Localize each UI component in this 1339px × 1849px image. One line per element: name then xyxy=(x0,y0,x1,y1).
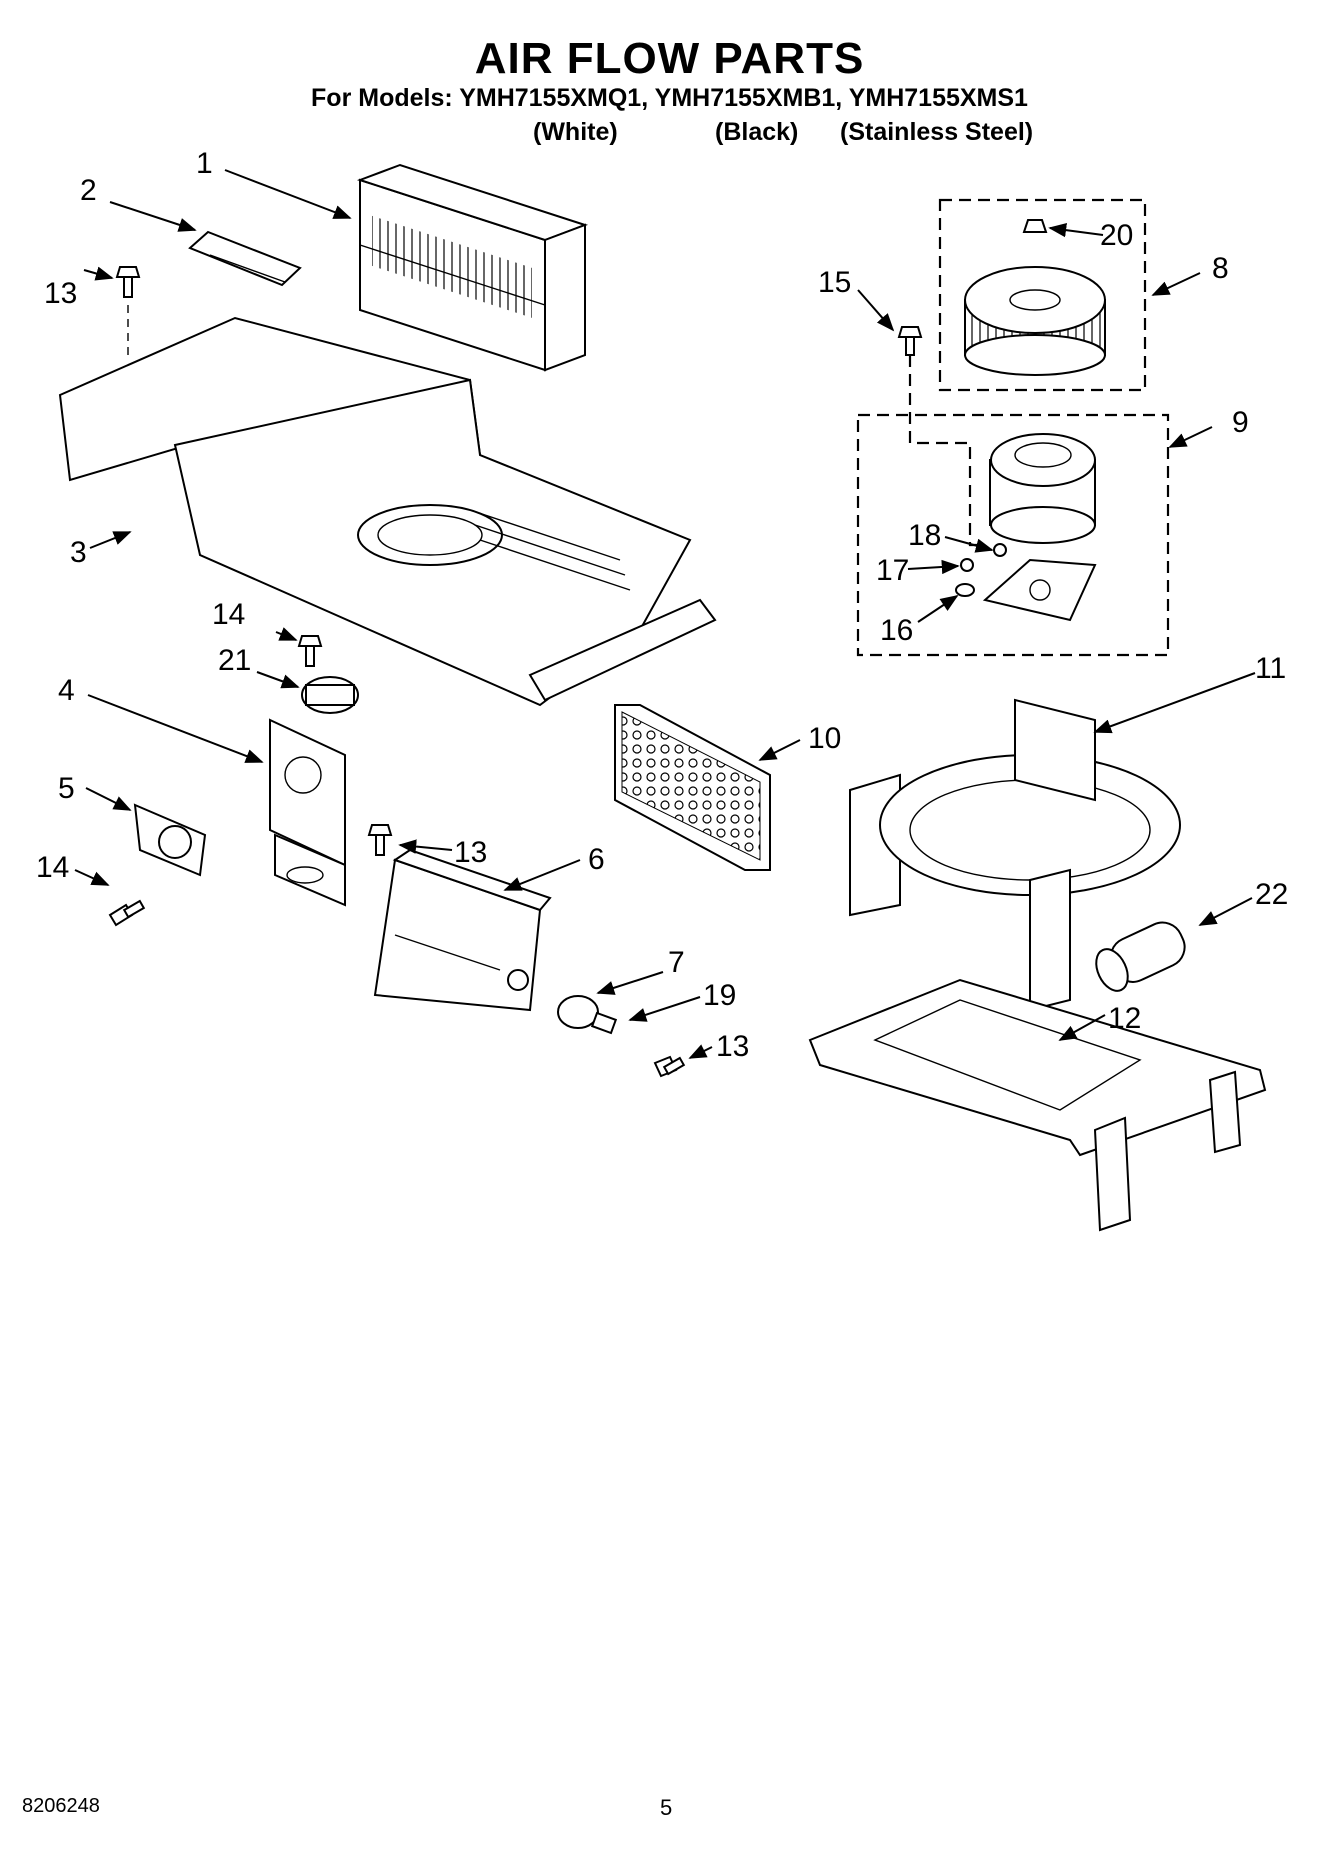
callout-7: 7 xyxy=(668,946,685,979)
callout-21: 21 xyxy=(218,644,251,677)
page-number: 5 xyxy=(660,1795,673,1820)
screw-15 xyxy=(897,326,923,356)
callout-20: 20 xyxy=(1100,219,1133,252)
callout-18: 18 xyxy=(908,519,941,552)
screw-13-lower xyxy=(653,1055,686,1078)
leader-lines xyxy=(74,169,1256,1059)
part-21-switch xyxy=(301,676,359,714)
variant-stainless: (Stainless Steel) xyxy=(840,118,1034,146)
screw-13-top xyxy=(115,266,141,360)
callout-6: 6 xyxy=(588,843,605,876)
part-3-air-duct xyxy=(58,316,717,707)
callout-3: 3 xyxy=(70,536,87,569)
callout-13-lower: 13 xyxy=(716,1030,749,1063)
callout-10: 10 xyxy=(808,722,841,755)
page-title: AIR FLOW PARTS xyxy=(474,34,865,83)
callout-11: 11 xyxy=(1255,652,1286,685)
part-8-blower-wheel xyxy=(964,219,1106,376)
screw-14-lower xyxy=(108,899,146,927)
callout-12: 12 xyxy=(1108,1002,1141,1035)
callout-19: 19 xyxy=(703,979,736,1012)
callout-14-lower: 14 xyxy=(36,851,69,884)
part-7-bulb xyxy=(557,995,618,1035)
screw-14-top xyxy=(297,635,323,667)
callout-13-middle: 13 xyxy=(454,836,487,869)
variant-black: (Black) xyxy=(715,118,799,146)
part-5-thermostat xyxy=(133,803,207,877)
part-4-bracket xyxy=(269,718,346,907)
models-line: For Models: YMH7155XMQ1, YMH7155XMB1, YM… xyxy=(311,84,1028,112)
part-6-lamp-housing xyxy=(373,848,552,1012)
callout-22: 22 xyxy=(1255,878,1288,911)
callout-13-top: 13 xyxy=(44,277,77,310)
callout-15: 15 xyxy=(818,266,851,299)
callout-5: 5 xyxy=(58,772,75,805)
part-8-group-box xyxy=(938,198,1147,392)
callout-14-top: 14 xyxy=(212,598,245,631)
callout-8: 8 xyxy=(1212,252,1229,285)
callout-1: 1 xyxy=(196,147,213,180)
part-22-capacitor xyxy=(1095,921,1186,992)
part-1-vent-box xyxy=(356,163,589,372)
screw-15-path xyxy=(908,355,985,547)
part-9-motor xyxy=(955,433,1097,622)
callout-2: 2 xyxy=(80,174,97,207)
part-9-group-box xyxy=(856,413,1170,657)
callout-9: 9 xyxy=(1232,406,1249,439)
part-10-filter xyxy=(614,704,771,871)
part-11-fan-housing xyxy=(849,698,1181,1012)
part-12-bottom-plate xyxy=(808,978,1267,1232)
callout-16: 16 xyxy=(880,614,913,647)
part-2-damper xyxy=(188,230,302,287)
callout-17: 17 xyxy=(876,554,909,587)
callout-4: 4 xyxy=(58,674,75,707)
variant-white: (White) xyxy=(533,118,618,146)
screw-13-middle xyxy=(367,824,393,856)
document-number: 8206248 xyxy=(22,1795,100,1817)
